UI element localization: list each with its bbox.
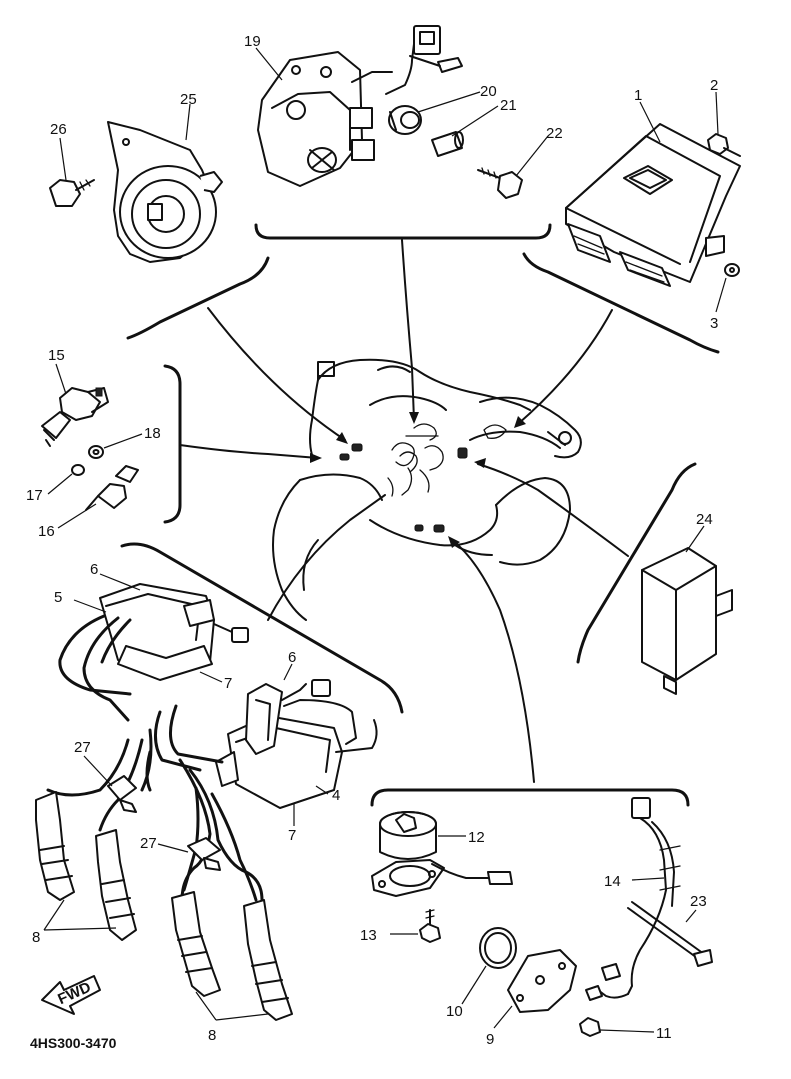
part-24-relay [641,547,733,695]
label-22: 22 [546,125,563,142]
part-8-plug-caps-left [35,791,137,941]
part-9-cover-plate [507,949,577,1013]
label-6-upper: 6 [90,561,98,578]
part-27-clamp-lower [187,837,221,871]
motorcycle-outline [272,358,582,621]
label-13: 13 [360,927,377,944]
label-1: 1 [634,87,642,104]
label-11: 11 [656,1025,672,1042]
label-14: 14 [604,873,621,890]
part-19-unit-assembly [257,25,463,187]
part-13-screw [419,909,441,943]
label-3: 3 [710,315,718,332]
part-25-horn [107,121,223,263]
label-18: 18 [144,425,161,442]
label-4: 4 [332,787,340,804]
label-9: 9 [486,1031,494,1048]
part-16-sensor [85,465,139,511]
group-brackets [120,223,720,807]
part-17-washer [71,464,85,476]
label-17: 17 [26,487,43,504]
label-2: 2 [710,77,718,94]
label-24: 24 [696,511,713,528]
label-23: 23 [690,893,707,910]
diagram-code: 4HS300-3470 [30,1035,117,1051]
label-6-lower: 6 [288,649,296,666]
label-12: 12 [468,829,485,846]
part-21-collar [431,131,464,157]
part-11-screw [579,1017,601,1037]
part-3-nut [724,263,740,277]
part-20-grommet [388,105,422,135]
high-tension-leads [46,728,264,902]
part-22-bolt [477,167,523,199]
label-19: 19 [244,33,261,50]
label-7-lower: 7 [288,827,296,844]
label-8-left: 8 [32,929,40,946]
label-27-upper: 27 [74,739,91,756]
part-5-6-7-upper-ignition-coil [58,583,249,722]
label-20: 20 [480,83,497,100]
part-12-sender-unit [371,811,513,897]
part-15-switch [41,387,109,447]
part-27-clamp-upper [107,775,137,813]
part-labels: 1 2 3 4 5 6 6 7 7 8 8 9 10 11 12 13 14 1… [26,33,718,1048]
part-2-screw [707,133,741,157]
part-26-bolt [49,179,95,207]
part-18-washer [88,445,104,459]
part-1-control-unit [565,123,741,287]
label-25: 25 [180,91,197,108]
label-21: 21 [500,97,517,114]
label-7-upper: 7 [224,675,232,692]
label-10: 10 [446,1003,463,1020]
leader-arrowheads [310,412,526,548]
label-leaders [43,47,727,1033]
part-10-o-ring [479,927,517,969]
part-4-6-7-lower-ignition-coil [154,679,378,809]
label-27-lower: 27 [140,835,157,852]
part-14-lead-wire [585,797,681,1001]
part-23-cable-tie [627,901,713,967]
label-5: 5 [54,589,62,606]
label-15: 15 [48,347,65,364]
label-26: 26 [50,121,67,138]
label-8-right: 8 [208,1027,216,1044]
label-16: 16 [38,523,55,540]
fwd-arrow-icon: FWD [41,975,101,1015]
center-connector-cluster [339,423,507,533]
part-8-plug-caps-right [171,891,293,1021]
